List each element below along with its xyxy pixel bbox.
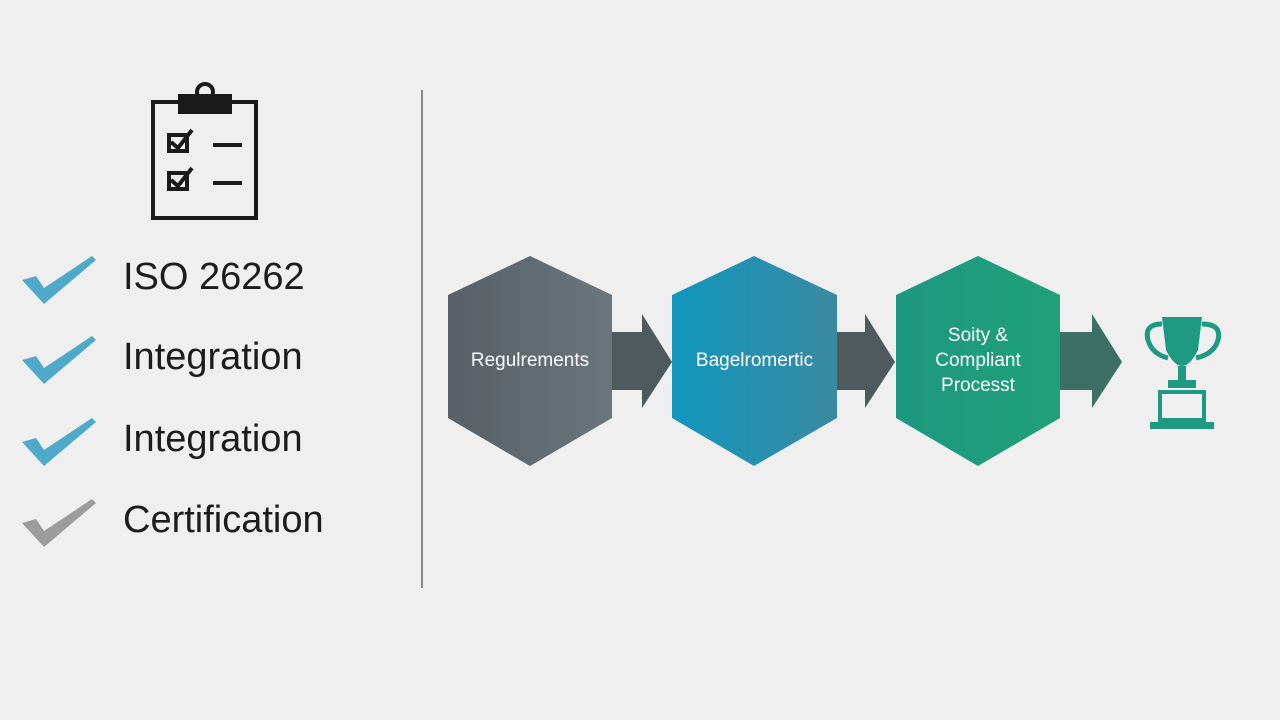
checkmark-icon bbox=[22, 336, 96, 384]
checklist-item: Integration bbox=[18, 412, 398, 472]
process-step-2-shape bbox=[672, 256, 837, 466]
process-step-2-label: Bagelromertic bbox=[695, 349, 814, 371]
process-flow-graphic bbox=[448, 256, 1222, 466]
checklist-label: Integration bbox=[123, 336, 303, 378]
checklist-item: Certification bbox=[18, 493, 398, 553]
clipboard-checklist-icon bbox=[151, 82, 258, 220]
checkmark-icon bbox=[22, 256, 96, 304]
checklist-label: Certification bbox=[123, 499, 324, 541]
process-flow: Regulrements Bagelromertic Soity & Compl… bbox=[440, 240, 1240, 480]
checklist-item: Integration bbox=[18, 330, 398, 390]
checkmark-icon bbox=[22, 418, 96, 466]
checkmark-icon bbox=[22, 499, 96, 547]
divider bbox=[421, 90, 423, 588]
checklist-label: ISO 26262 bbox=[123, 256, 305, 298]
trophy-icon bbox=[1144, 317, 1222, 429]
checklist-item: ISO 26262 bbox=[18, 250, 398, 310]
process-step-3-shape bbox=[896, 256, 1060, 466]
arrow-right-icon bbox=[612, 314, 672, 408]
process-step-3-label: Soity & Compliant Processt bbox=[935, 324, 1021, 396]
process-step-1-label: Regulrements bbox=[470, 349, 590, 371]
process-step-1-shape bbox=[448, 256, 612, 466]
arrow-right-icon bbox=[837, 314, 895, 408]
checklist-label: Integration bbox=[123, 418, 303, 460]
arrow-right-icon bbox=[1060, 314, 1122, 408]
